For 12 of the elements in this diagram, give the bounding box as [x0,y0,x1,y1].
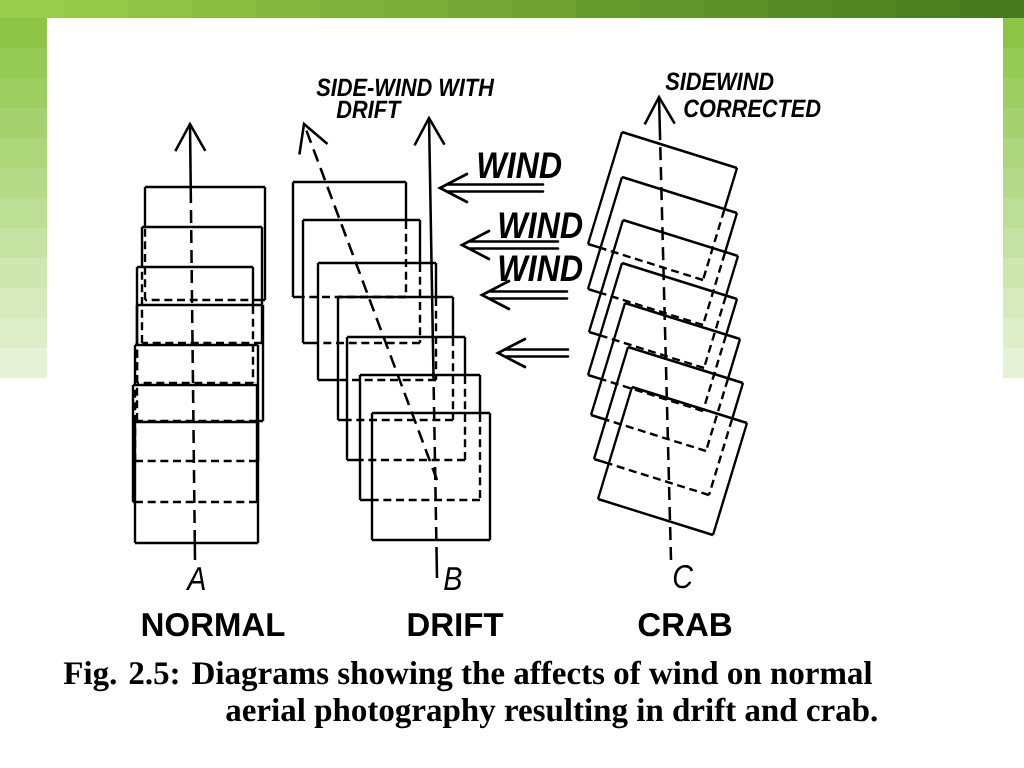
wind-label: WIND [478,152,562,178]
column-letter: A [185,567,205,590]
wind-label: WIND [499,212,583,238]
column-title: CRAB [638,612,732,637]
figure-caption: Fig. 2.5: Diagrams showing the affects of wind on normal aerial photography resulting in drift and crab. [63,660,877,729]
annotation: SIDE-WIND WITH DRIFT [316,78,495,118]
column-title: DRIFT [408,613,504,636]
annotation: SIDEWIND CORRECTED [665,72,821,118]
column-title: NORMAL [142,612,285,637]
column-letter: C [673,564,694,589]
column-letter: B [444,567,462,590]
wind-label: WIND [499,255,583,281]
